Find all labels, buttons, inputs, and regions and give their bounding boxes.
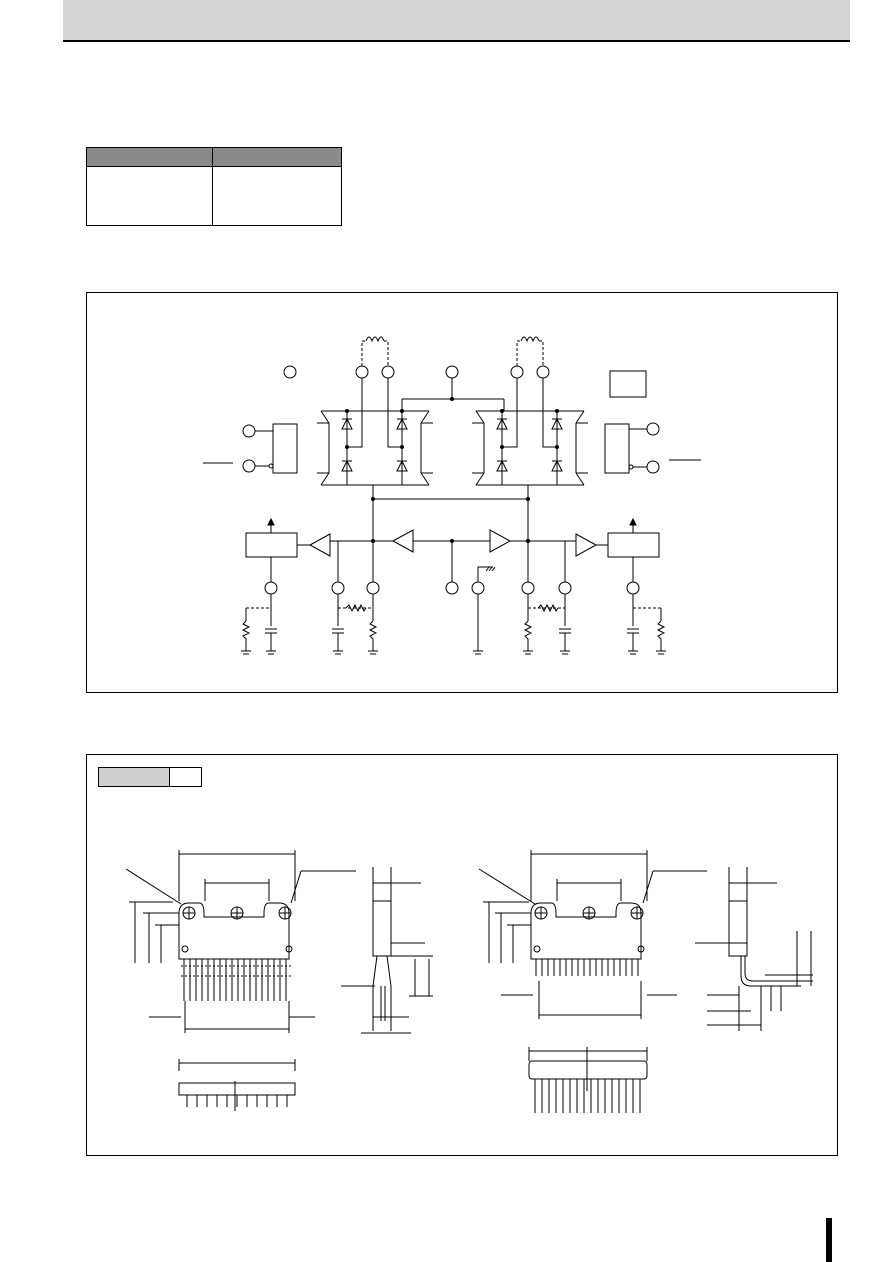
package-left-front bbox=[125, 850, 356, 1033]
package-left-bottom bbox=[178, 1059, 296, 1111]
input-left bbox=[203, 423, 298, 474]
input-right bbox=[604, 422, 701, 474]
page-header-bar bbox=[63, 0, 850, 42]
bridge-left bbox=[317, 378, 433, 501]
package-right-side bbox=[695, 867, 813, 1031]
table-header-cell bbox=[212, 147, 342, 167]
external-parts bbox=[241, 594, 666, 655]
table-cell bbox=[212, 166, 342, 226]
top-pins bbox=[283, 365, 550, 379]
block-diagram bbox=[203, 336, 701, 655]
amplifier-row bbox=[245, 499, 660, 582]
spec-table bbox=[86, 147, 342, 226]
package-drawing bbox=[125, 850, 813, 1113]
logic-box bbox=[609, 370, 647, 398]
package-tag-label bbox=[99, 768, 170, 786]
bottom-pins bbox=[264, 581, 640, 595]
package-left-side bbox=[341, 867, 433, 1034]
package-right-front bbox=[478, 850, 707, 1019]
inductor-left bbox=[361, 336, 389, 366]
table-header-row bbox=[86, 147, 342, 167]
inductor-right bbox=[516, 336, 544, 366]
bridge-right bbox=[472, 378, 588, 501]
package-outline-panel bbox=[86, 754, 838, 1156]
package-tag bbox=[98, 767, 202, 787]
package-right-bottom bbox=[528, 1047, 648, 1113]
page-edge-marker bbox=[826, 1218, 832, 1262]
table-cell bbox=[86, 166, 213, 226]
block-diagram-panel bbox=[86, 292, 838, 693]
table-row bbox=[86, 166, 342, 226]
table-header-cell bbox=[86, 147, 213, 167]
